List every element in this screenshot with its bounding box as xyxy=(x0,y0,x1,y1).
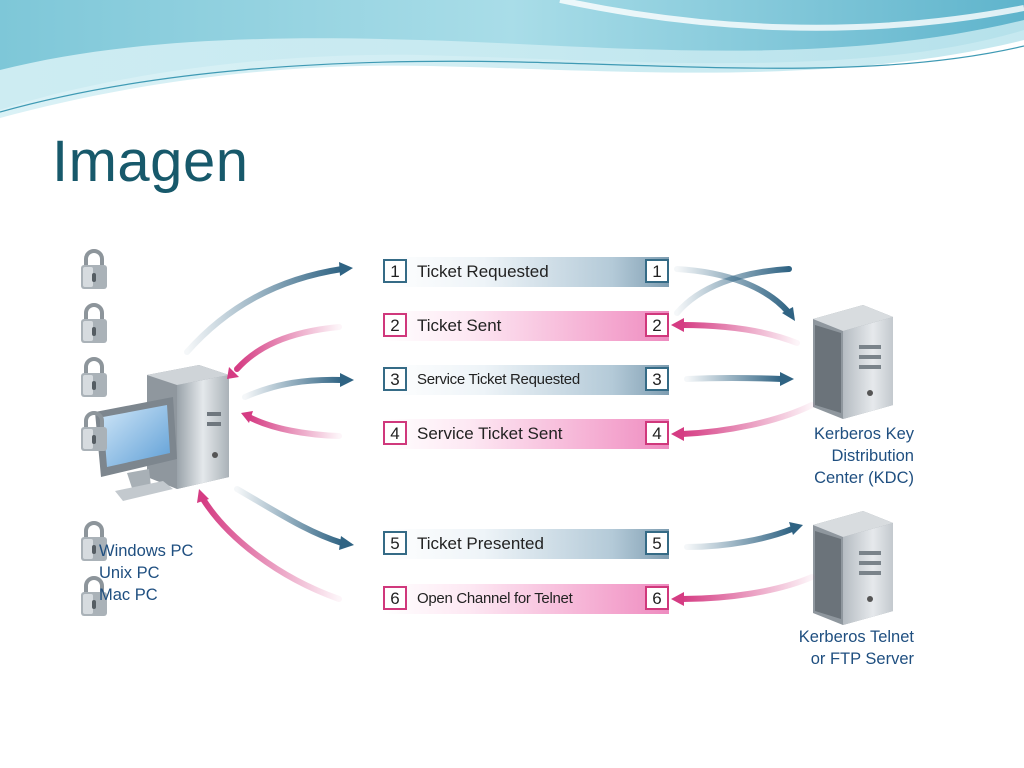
step-label: Ticket Presented xyxy=(417,534,544,553)
server-tower-icon xyxy=(813,511,893,625)
step-row: 5 Ticket Presented 5 xyxy=(383,529,669,559)
padlock-icon xyxy=(81,357,107,397)
step-bar xyxy=(383,584,669,614)
arrow-step-6-server xyxy=(671,574,815,606)
step-number: 2 xyxy=(383,313,407,337)
arrow-step-4-kdc xyxy=(671,402,815,441)
arrow-step-2-client xyxy=(227,324,342,379)
step-number: 3 xyxy=(645,367,669,391)
step-label: Ticket Requested xyxy=(417,262,549,281)
arrow-step-5-server xyxy=(684,522,803,550)
step-number: 5 xyxy=(645,531,669,555)
step-bar xyxy=(383,257,669,287)
kerberos-diagram: 1 Ticket Requested 1 2 Ticket Sent 2 3 S… xyxy=(77,207,932,719)
step-label: Service Ticket Sent xyxy=(417,424,563,443)
step-row: 2 Ticket Sent 2 xyxy=(383,311,669,341)
kdc-caption: Kerberos Key Distribution Center (KDC) xyxy=(814,423,914,489)
step-bar xyxy=(383,419,669,449)
arrow-step-5-client xyxy=(234,486,354,550)
step-number: 6 xyxy=(645,586,669,610)
step-row: 6 Open Channel for Telnet 6 xyxy=(383,584,669,614)
arrow-step-3-client xyxy=(242,373,354,400)
caption-line: Center (KDC) xyxy=(814,469,914,487)
padlock-icon xyxy=(81,303,107,343)
desktop-computer-icon xyxy=(95,365,229,501)
diagram-artwork xyxy=(95,262,893,625)
caption-line: Kerberos Key xyxy=(814,425,914,443)
slide-title: Imagen xyxy=(52,129,249,194)
padlock-icon xyxy=(81,521,107,561)
server-caption: Kerberos Telnet or FTP Server xyxy=(799,626,914,670)
caption-line: or FTP Server xyxy=(810,650,914,668)
arrow-step-1-kdc xyxy=(674,266,795,321)
step-row: 4 Service Ticket Sent 4 xyxy=(383,419,669,449)
step-bar xyxy=(383,529,669,559)
step-number: 1 xyxy=(645,259,669,283)
step-row: 1 Ticket Requested 1 xyxy=(383,257,669,287)
arrow-step-4-client xyxy=(241,411,342,439)
padlock-icon xyxy=(81,411,107,451)
caption-line: Unix PC xyxy=(99,564,160,582)
arrow-step-1-client xyxy=(184,262,353,355)
step-label: Service Ticket Requested xyxy=(417,371,580,388)
step-number: 3 xyxy=(383,367,407,391)
step-bar xyxy=(383,311,669,341)
step-number: 4 xyxy=(645,421,669,445)
arrow-step-6-client xyxy=(197,489,342,602)
padlock-icon xyxy=(81,249,107,289)
step-number: 1 xyxy=(383,259,407,283)
caption-line: Mac PC xyxy=(99,586,158,604)
caption-line: Distribution xyxy=(831,447,914,465)
step-label: Open Channel for Telnet xyxy=(417,590,573,607)
caption-line: Kerberos Telnet xyxy=(798,628,914,646)
arrow-step-2-kdc xyxy=(671,318,800,346)
step-label: Ticket Sent xyxy=(417,316,502,335)
step-row: 3 Service Ticket Requested 3 xyxy=(383,365,669,395)
arrow-step-3-kdc xyxy=(684,372,794,386)
step-bar xyxy=(383,365,669,395)
step-number: 6 xyxy=(383,586,407,610)
step-number: 4 xyxy=(383,421,407,445)
padlock-icon xyxy=(81,576,107,616)
caption-line: Windows PC xyxy=(99,542,194,560)
step-number: 5 xyxy=(383,531,407,555)
header-wave-decoration xyxy=(0,0,1024,118)
step-number: 2 xyxy=(645,313,669,337)
server-tower-icon xyxy=(813,305,893,419)
client-caption: Windows PC Unix PC Mac PC xyxy=(99,540,193,606)
